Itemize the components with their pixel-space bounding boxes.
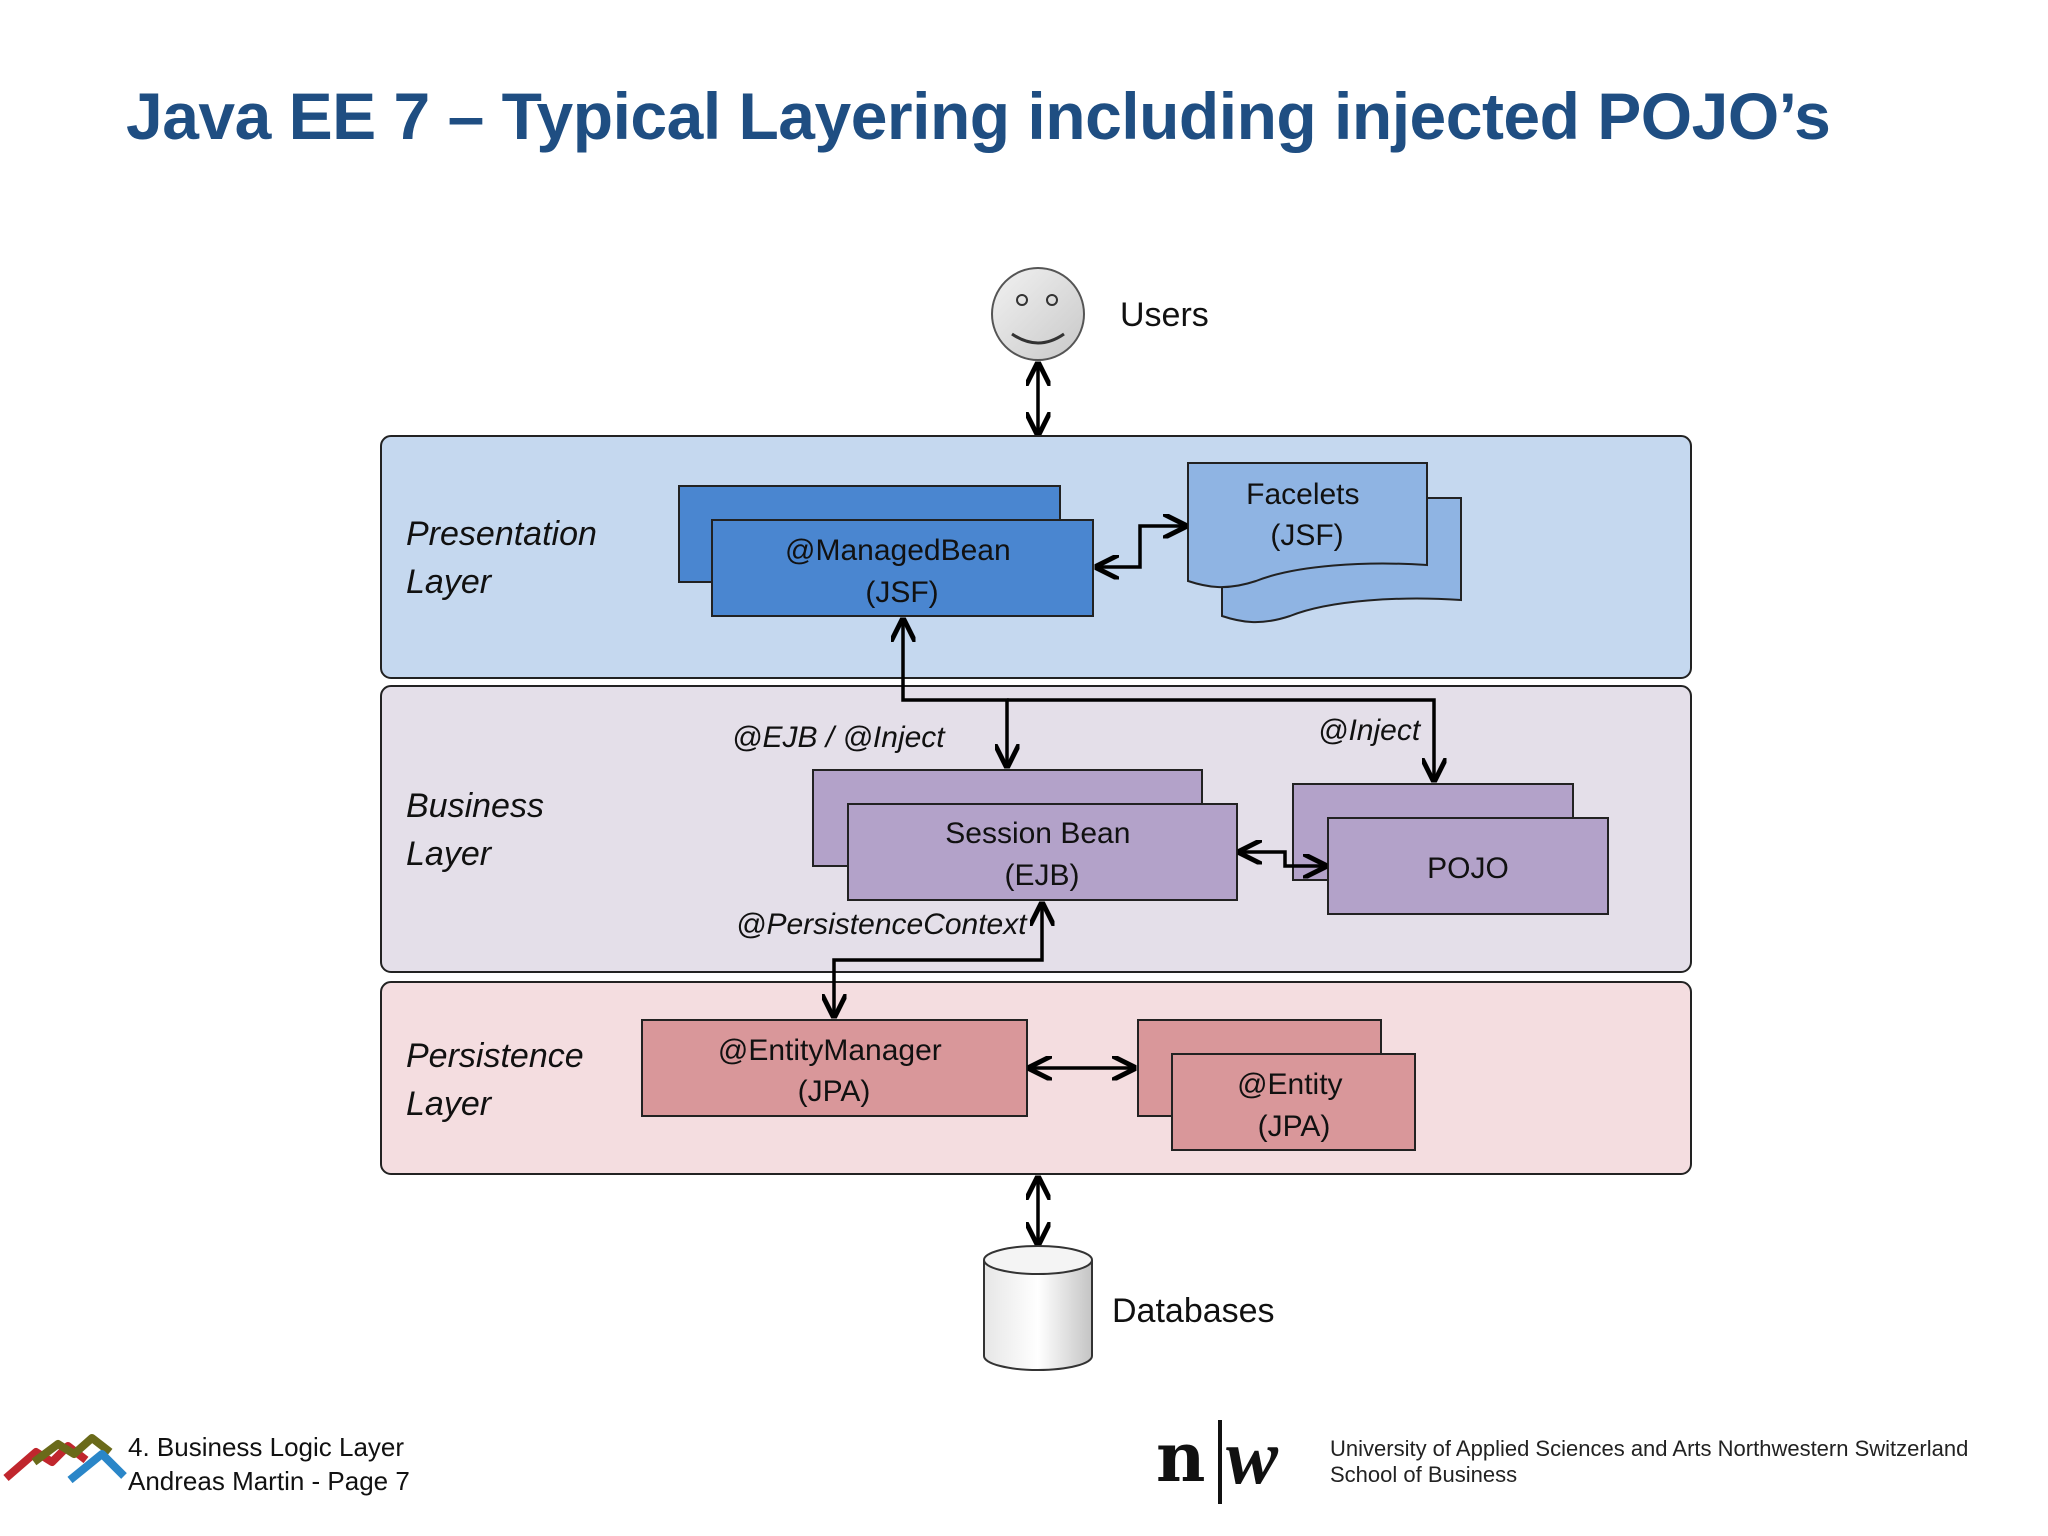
users-label: Users — [1120, 296, 1209, 334]
facelets-document: Facelets (JSF) — [1187, 462, 1462, 624]
footer-university: University of Applied Sciences and Arts … — [1330, 1436, 1968, 1488]
inject-label: @Inject — [1318, 714, 1422, 747]
entity-box: @Entity (JPA) — [1137, 1019, 1416, 1151]
business-layer-label: Business Layer — [406, 787, 553, 873]
user-icon — [991, 267, 1085, 361]
sessionbean-pojo-arrow — [1240, 852, 1325, 866]
ejb-inject-label: @EJB / @Inject — [732, 721, 946, 754]
svg-text:@ManagedBean (JSF): @ManagedBean (JSF) — [785, 534, 1019, 609]
svg-text:@EntityManager (JPA): @EntityManager (JPA) — [718, 1034, 950, 1108]
database-icon — [983, 1245, 1093, 1371]
svg-text:Facelets (JSF): Facelets (JSF) — [1246, 478, 1368, 552]
persistence-context-arrow — [834, 904, 1042, 1016]
persistence-layer-panel — [380, 981, 1692, 1175]
svg-text:@Entity (JPA): @Entity (JPA) — [1237, 1068, 1351, 1143]
presentation-layer-label: Presentation Layer — [406, 515, 606, 601]
footer-left: 4. Business Logic Layer Andreas Martin -… — [128, 1430, 410, 1498]
fhnw-logo-n: n — [1156, 1418, 1206, 1498]
databases-label: Databases — [1112, 1292, 1275, 1330]
pojo-box: POJO — [1292, 783, 1609, 915]
school-name: School of Business — [1330, 1462, 1518, 1487]
svg-text:POJO: POJO — [1427, 852, 1509, 885]
fhnw-logo-w: w — [1226, 1413, 1279, 1500]
slide-title: Java EE 7 – Typical Layering including i… — [126, 79, 1831, 153]
managedbean-facelets-arrow — [1097, 526, 1185, 567]
session-bean-box: Session Bean (EJB) — [812, 769, 1238, 901]
footer-author-page: Andreas Martin - Page 7 — [128, 1466, 410, 1496]
persistence-context-label: @PersistenceContext — [736, 908, 1028, 941]
fhnw-logo-divider — [1218, 1420, 1222, 1504]
footer-section: 4. Business Logic Layer — [128, 1432, 405, 1462]
persistence-layer-label: Persistence Layer — [406, 1037, 593, 1123]
university-name: University of Applied Sciences and Arts … — [1330, 1436, 1969, 1461]
ejb-inject-arrow — [903, 620, 1007, 766]
managed-bean-box: @ManagedBean (JSF) — [678, 485, 1094, 617]
svg-text:Session Bean (EJB): Session Bean (EJB) — [945, 817, 1138, 892]
entity-manager-box: @EntityManager (JPA) — [641, 1019, 1028, 1117]
mountain-logo — [3, 1434, 127, 1484]
inject-pojo-arrow — [1007, 698, 1434, 780]
